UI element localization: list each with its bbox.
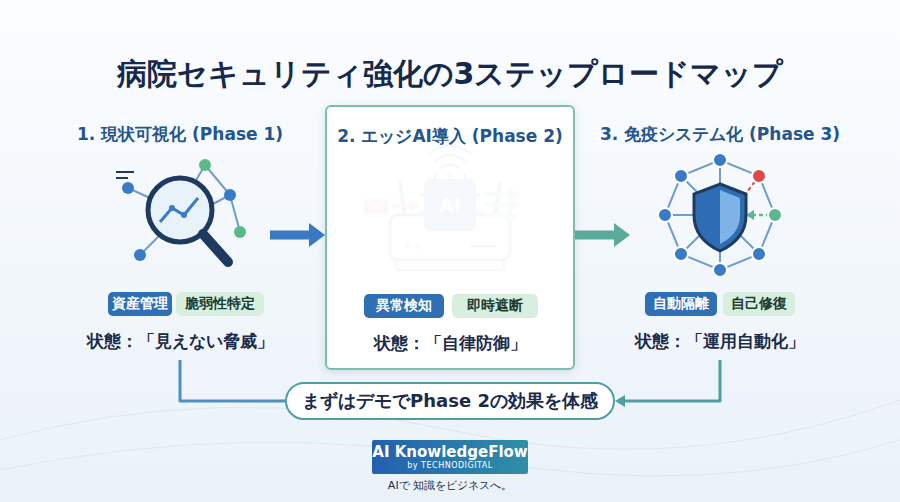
network-node: [713, 153, 727, 167]
node-text: 異常検知: [376, 297, 432, 315]
logo-box: AI KnowledgeFlowby TECHNODIGITAL: [372, 440, 528, 474]
phase-heading: 2. エッジAI導入 (Phase 2): [337, 125, 563, 148]
feature-tag: 自動隔離: [645, 292, 717, 316]
phase-state: 状態：「見えない脅威」: [87, 330, 274, 353]
network-node: [768, 208, 782, 222]
magnifier-illustration: [116, 159, 246, 262]
phase-box: 2. エッジAI導入 (Phase 2) 状態：「自律防御」 異常検知 即時遮断: [325, 105, 575, 370]
node-text: AI KnowledgeFlow: [372, 443, 527, 461]
menu-line: [116, 177, 128, 179]
node-text: 自己修復: [731, 295, 787, 313]
diagram-title: 病院セキュリティ強化の3ステップロードマップ: [0, 54, 900, 94]
phase-heading: 1. 現状可視化 (Phase 1): [77, 123, 283, 146]
shield: [694, 184, 746, 251]
node-text: 脆弱性特定: [185, 295, 255, 313]
network-node: [674, 169, 688, 183]
feature-tag: 異常検知: [364, 294, 444, 318]
node-text: 即時遮断: [467, 297, 523, 315]
network-node: [122, 182, 134, 194]
ring-nodes: [658, 153, 782, 277]
chip-label: AI: [425, 180, 475, 230]
shield-highlight: [720, 190, 740, 244]
node-text: まずはデモでPhase 2の効果を体感: [302, 389, 598, 413]
network-node: [674, 247, 688, 261]
trend-dot: [169, 205, 175, 211]
call-to-action-pill: まずはデモでPhase 2の効果を体感: [285, 382, 615, 420]
trend-line: [160, 198, 198, 222]
network-node: [658, 208, 672, 222]
menu-line: [116, 171, 134, 173]
feature-tag: 脆弱性特定: [176, 292, 264, 316]
flow-connector: [180, 360, 285, 401]
node-text: by TECHNODIGITAL: [407, 461, 492, 471]
network-node: [224, 189, 236, 201]
phase-state: 状態：「運用自動化」: [635, 330, 805, 353]
feature-tag: 資産管理: [108, 292, 172, 316]
infected-node: [752, 169, 766, 183]
node-text: 自動隔離: [653, 295, 709, 313]
network-lines: [128, 165, 240, 255]
network-node: [134, 249, 146, 261]
ring-lines: [665, 160, 775, 270]
tagline-text: AIで 知識をビジネスへ。: [300, 476, 600, 494]
immune-network-illustration: [658, 153, 782, 277]
feature-tag: 即時遮断: [452, 294, 538, 318]
node-text: 資産管理: [112, 295, 168, 313]
phase-column: 1. 現状可視化 (Phase 1)状態：「見えない脅威」資産管理脆弱性特定: [90, 115, 270, 360]
flow-connector: [270, 231, 309, 240]
ring: [665, 160, 775, 270]
trend-dot: [181, 212, 187, 218]
flow-connector: [575, 231, 614, 240]
magnifier-handle: [203, 234, 228, 262]
network-node: [713, 263, 727, 277]
network-node: [234, 226, 246, 238]
background-curve: [0, 440, 900, 476]
flow-connector: [625, 360, 720, 401]
network-node: [199, 159, 211, 171]
feature-tag: 自己修復: [723, 292, 795, 316]
phase-heading: 3. 免疫システム化 (Phase 3): [600, 123, 840, 146]
phase-state: 状態：「自律防御」: [374, 332, 527, 355]
phase-column: 3. 免疫システム化 (Phase 3)状態：「運用自動化」自動隔離自己修復: [630, 115, 810, 360]
network-node: [752, 247, 766, 261]
